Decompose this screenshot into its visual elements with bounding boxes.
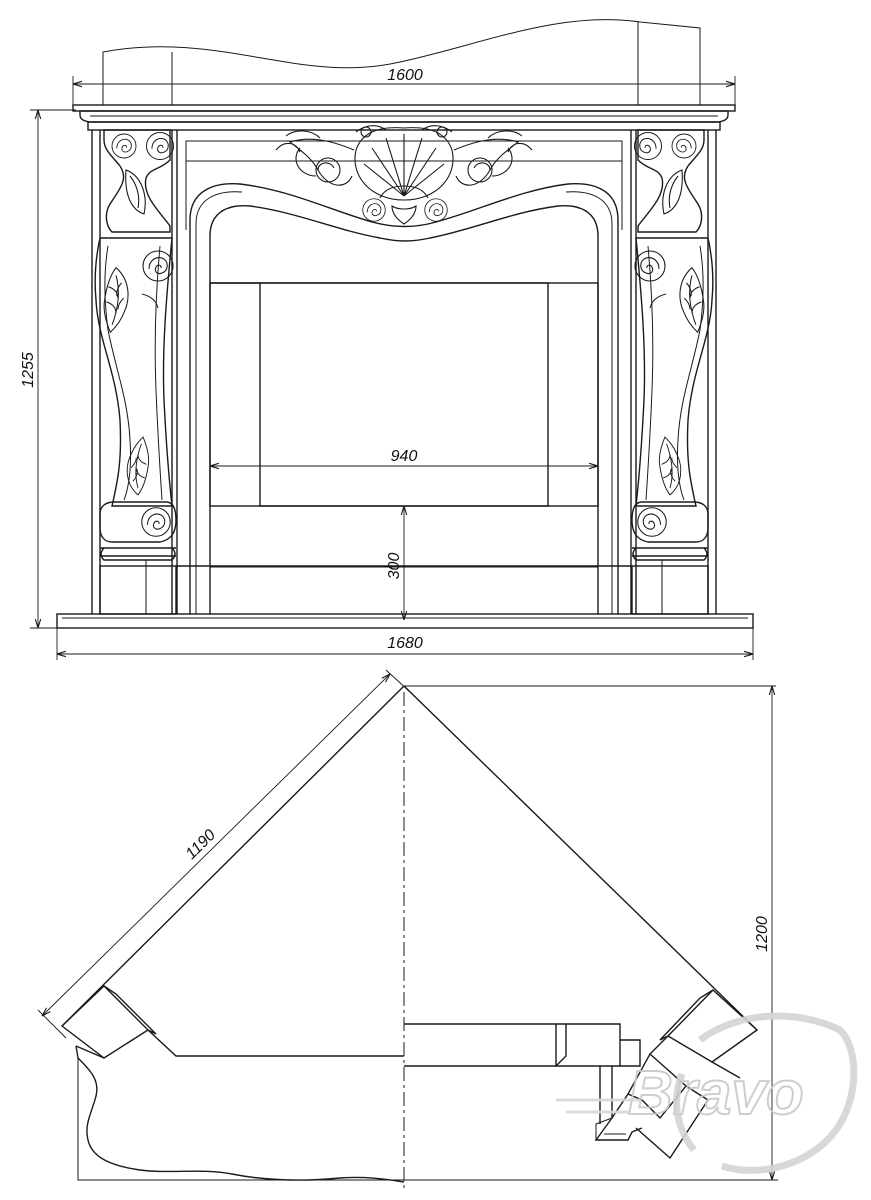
left-end-block (60, 985, 405, 1183)
dimension-label-top-width: 1600 (387, 67, 423, 84)
front-view: 1600 (20, 19, 754, 660)
fireplace-body (91, 130, 717, 614)
corner-outline (61, 685, 758, 1031)
dimension-depth: 1200 (404, 686, 778, 1181)
mantel-shelf (72, 104, 736, 131)
right-end-block (594, 989, 759, 1160)
right-pilaster (631, 237, 714, 615)
left-pilaster (94, 237, 177, 615)
dimension-label-depth: 1200 (754, 916, 771, 952)
firebox-arch (189, 183, 619, 614)
bravo-watermark: Bravo (556, 1012, 858, 1174)
watermark-swoosh (697, 1012, 858, 1174)
dimension-top-width: 1600 (72, 67, 736, 108)
dimension-side-length: 1190 (37, 669, 411, 1039)
dimension-base-width: 1680 (56, 628, 754, 660)
right-shelf-profile (404, 1023, 641, 1124)
watermark-logo-text: Bravo (628, 1059, 804, 1128)
dimension-label-opening-height: 300 (386, 553, 403, 580)
central-shell-carving (275, 125, 533, 225)
dimension-total-height: 1255 (20, 109, 76, 629)
wall-outline (102, 19, 701, 105)
dimension-opening-width: 940 (210, 448, 598, 466)
dimension-label-opening-width: 940 (391, 448, 418, 465)
dimension-opening-height: 300 (386, 506, 404, 620)
left-corbel-upper (103, 129, 174, 233)
hearth-base (56, 565, 754, 629)
dimension-label-side-length: 1190 (183, 827, 220, 863)
dimension-label-total-height: 1255 (20, 352, 37, 388)
right-corbel-upper (634, 129, 705, 233)
dimension-label-base-width: 1680 (387, 635, 423, 652)
